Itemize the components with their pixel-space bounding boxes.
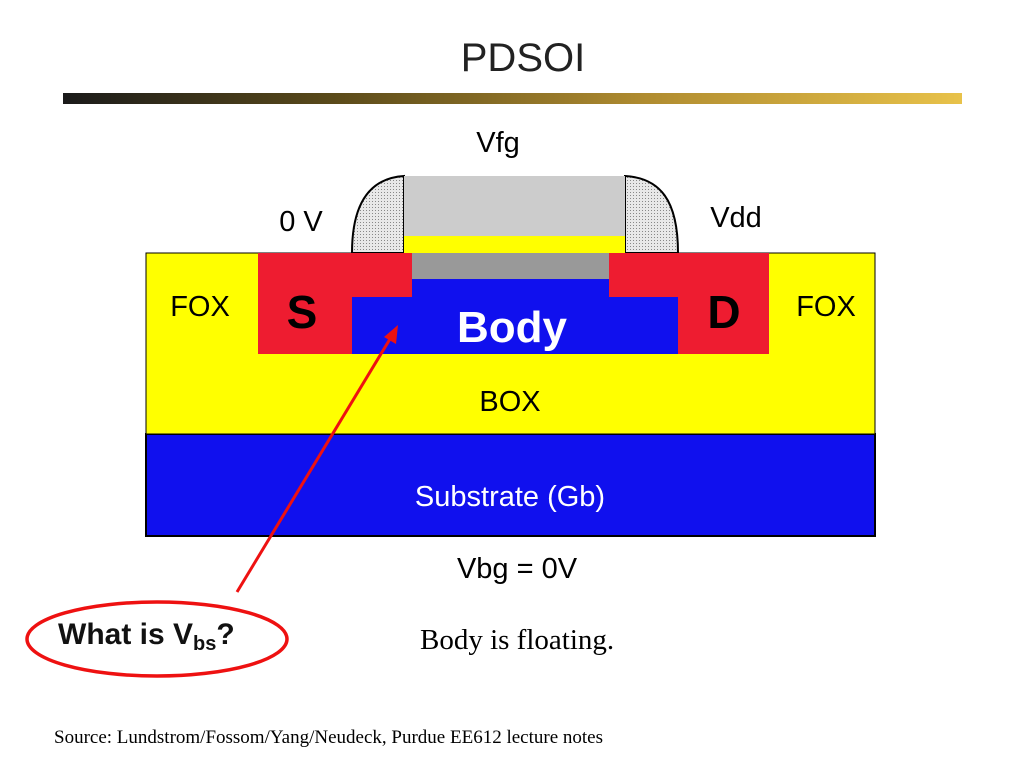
fox-right-label: FOX bbox=[796, 291, 856, 323]
source-region bbox=[258, 253, 412, 354]
back-gate-label: Vbg = 0V bbox=[457, 553, 578, 585]
question-ellipse bbox=[25, 600, 289, 678]
box-label: BOX bbox=[479, 386, 540, 418]
slide-title: PDSOI bbox=[460, 36, 586, 80]
gate-oxide bbox=[412, 253, 609, 279]
title-divider bbox=[63, 93, 962, 104]
substrate-layer bbox=[145, 433, 876, 537]
gate-voltage-label: Vfg bbox=[476, 127, 520, 159]
pointer-arrow-line bbox=[235, 333, 395, 593]
floating-body-caption: Body is floating. bbox=[420, 624, 615, 656]
pointer-arrowhead bbox=[384, 325, 398, 344]
source-voltage-label: 0 V bbox=[279, 206, 323, 238]
body-label: Body bbox=[457, 303, 568, 352]
source-label: S bbox=[287, 286, 318, 338]
drain-voltage-label: Vdd bbox=[710, 202, 762, 234]
fox-left-label: FOX bbox=[170, 291, 230, 323]
substrate-label: Substrate (Gb) bbox=[415, 481, 605, 513]
drain-region bbox=[609, 253, 769, 354]
source-citation: Source: Lundstrom/Fossom/Yang/Neudeck, P… bbox=[54, 727, 603, 748]
drain-label: D bbox=[707, 286, 740, 338]
left-spacer bbox=[350, 174, 405, 254]
gate-electrode bbox=[404, 176, 625, 236]
question-text: What is Vbs? bbox=[58, 618, 235, 655]
right-spacer bbox=[624, 174, 680, 254]
gate-yellow-layer bbox=[404, 236, 625, 253]
